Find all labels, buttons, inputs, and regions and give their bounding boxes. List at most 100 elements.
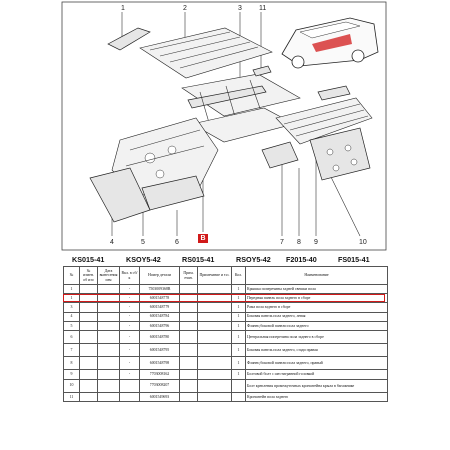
exploded-parts-diagram: 1 2 3 11 4 5 6 7 8 9 10 xyxy=(61,1,387,251)
table-row[interactable]: 7 - 6001548795 1 Боковая панель пола зад… xyxy=(63,343,388,358)
row-qty xyxy=(231,391,246,403)
row-num: 9 xyxy=(63,369,80,380)
header-num: № xyxy=(63,266,80,285)
row-num: 8 xyxy=(63,356,80,371)
row-name: Рама пола заднего в сборе xyxy=(245,302,388,313)
row-num: 6 xyxy=(63,330,80,345)
header-remark: Примечание и т.п. xyxy=(197,266,232,285)
row-name: Фланец боковой панели пола заднего xyxy=(245,320,388,332)
part-3-rear-floor-frame xyxy=(181,73,301,143)
row-part-number[interactable]: 6001548795 xyxy=(139,343,180,358)
code-ks015-41: KS015-41 xyxy=(72,255,105,264)
table-row[interactable]: 5 - 6001548796 1 Фланец боковой панели п… xyxy=(63,320,388,332)
header-note: Прим. ечан. xyxy=(179,266,198,285)
callout-7: 7 xyxy=(280,239,284,246)
row-part-number[interactable]: 7703008207 xyxy=(139,378,180,393)
row-applicability: - xyxy=(119,302,140,313)
callout-4: 4 xyxy=(110,239,114,246)
header-date: Дата вынесения изм xyxy=(97,266,120,285)
row-part-number[interactable]: 6001548779 xyxy=(139,302,180,313)
row-name: Болтовой болт с шестигранной головкой xyxy=(245,369,388,380)
header-name: Наименование xyxy=(245,266,388,285)
row-qty xyxy=(231,378,246,393)
row-num: 3 xyxy=(63,302,80,313)
callout-5: 5 xyxy=(141,239,145,246)
header-changed: № измен. об изо xyxy=(79,266,98,285)
row-name: Фланец боковой панели пола заднего, прав… xyxy=(245,356,388,371)
table-row[interactable]: 9 - 7703008162 1 Болтовой болт с шестигр… xyxy=(63,369,388,380)
applicability-codes: KS015-41 KSOY5-42 RS015-41 RSOY5-42 F201… xyxy=(64,255,384,267)
callout-11: 11 xyxy=(259,5,266,12)
row-part-number[interactable]: 7503009368R xyxy=(139,283,180,295)
code-f2015-40: F2015-40 xyxy=(286,255,317,264)
table-row[interactable]: 4 - 6001548784 1 Боковая панель пола зад… xyxy=(63,311,388,322)
row-applicability: - xyxy=(119,311,140,322)
part-7-right-side-panel xyxy=(275,97,373,145)
row-num: 7 xyxy=(63,343,80,358)
table-row[interactable]: 8 - 6001548798 1 Фланец боковой панели п… xyxy=(63,356,388,371)
vehicle-thumbnail xyxy=(281,17,379,69)
row-name: Крышка поперечины задней свешки пола xyxy=(245,283,388,295)
row-applicability: - xyxy=(119,369,140,380)
callout-1: 1 xyxy=(121,5,125,12)
part-1-crossmember-cover xyxy=(107,27,151,51)
row-qty: 1 xyxy=(231,356,246,371)
row-qty: 1 xyxy=(231,283,246,295)
callout-8: 8 xyxy=(297,239,301,246)
table-row[interactable]: 3 - 6001548779 1 Рама пола заднего в сбо… xyxy=(63,302,388,313)
row-part-number[interactable]: 6001548784 xyxy=(139,311,180,322)
row-num: 5 xyxy=(63,320,80,332)
code-ksoy5-42: KSOY5-42 xyxy=(126,255,161,264)
header-part-number: Номер детали xyxy=(139,266,180,285)
row-name: Боковая панель пола заднего, левая xyxy=(245,311,388,322)
callout-6: 6 xyxy=(175,239,179,246)
row-applicability: - xyxy=(119,320,140,332)
row-applicability: - xyxy=(119,330,140,345)
row-num: 4 xyxy=(63,311,80,322)
row-applicability: - xyxy=(119,343,140,358)
table-row[interactable]: 1 - 7503009368R 1 Крышка поперечины задн… xyxy=(63,283,388,295)
row-part-number[interactable]: 6001548796 xyxy=(139,320,180,332)
part-2-front-floor-panel xyxy=(139,27,273,79)
row-qty: 1 xyxy=(231,320,246,332)
row-qty: 1 xyxy=(231,330,246,345)
row-part-number[interactable]: 6001548798 xyxy=(139,356,180,371)
row-name: Кронштейн пола заднего xyxy=(245,391,388,403)
row-num: 1 xyxy=(63,283,80,295)
row-qty: 1 xyxy=(231,302,246,313)
callout-10: 10 xyxy=(359,239,367,246)
part-11-bracket xyxy=(252,65,272,77)
highlighted-row-outline xyxy=(63,294,385,302)
row-name: Болт крепления промежуточных кронштейна … xyxy=(245,378,388,393)
part-9-bolt-plate xyxy=(309,127,371,181)
table-row[interactable]: 11 6001549693 Кронштейн пола заднего xyxy=(63,391,388,403)
row-name: Центральная поперечина пола заднего в сб… xyxy=(245,330,388,345)
header-qty: Кол. xyxy=(231,266,246,285)
row-qty: 1 xyxy=(231,369,246,380)
row-part-number[interactable]: 7703008162 xyxy=(139,369,180,380)
row-num: 10 xyxy=(63,378,80,393)
row-part-number[interactable]: 6001549693 xyxy=(139,391,180,403)
part-small-plate xyxy=(317,85,351,101)
part-4-left-side-panel xyxy=(111,117,219,197)
header-applicability: Вкл. в сб/к xyxy=(119,266,140,285)
code-fs015-41: FS015-41 xyxy=(338,255,370,264)
row-name: Боковая панель пола заднего, сзади права… xyxy=(245,343,388,358)
callout-2: 2 xyxy=(183,5,187,12)
row-applicability xyxy=(119,378,140,393)
table-header-row: № № измен. об изо Дата вынесения изм Вкл… xyxy=(63,266,388,285)
row-qty: 1 xyxy=(231,311,246,322)
callout-3: 3 xyxy=(238,5,242,12)
row-applicability: - xyxy=(119,356,140,371)
table-row[interactable]: 6 - 6001548780 1 Центральная поперечина … xyxy=(63,330,388,345)
table-row[interactable]: 10 7703008207 Болт крепления промежуточн… xyxy=(63,378,388,393)
code-rsoy5-42: RSOY5-42 xyxy=(236,255,271,264)
row-applicability: - xyxy=(119,283,140,295)
parts-table: № № измен. об изо Дата вынесения изм Вкл… xyxy=(63,266,388,403)
code-rs015-41: RS015-41 xyxy=(182,255,215,264)
row-qty: 1 xyxy=(231,343,246,358)
row-applicability xyxy=(119,391,140,403)
row-part-number[interactable]: 6001548780 xyxy=(139,330,180,345)
part-8-right-flange xyxy=(261,141,299,169)
row-num: 11 xyxy=(63,391,80,403)
